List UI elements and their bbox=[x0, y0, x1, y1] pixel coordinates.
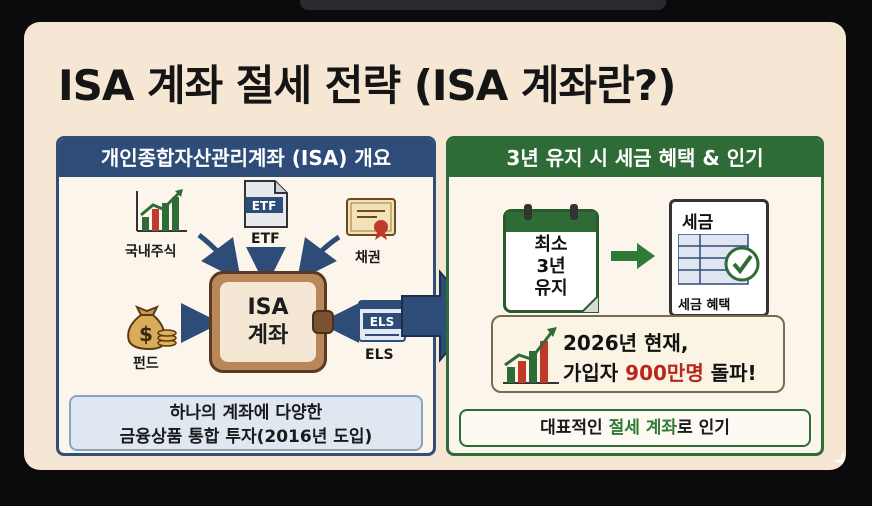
benefit-summary-suffix: 로 인기 bbox=[677, 418, 730, 438]
tax-doc-label: 세금 혜택 bbox=[678, 298, 731, 313]
highlight-suffix: 돌파! bbox=[703, 361, 757, 385]
item-label-stocks: 국내주식 bbox=[125, 244, 177, 260]
calendar-icon: 최소 3년 유지 bbox=[503, 204, 599, 313]
item-label-els: ELS bbox=[365, 347, 394, 363]
item-label-bonds: 채권 bbox=[355, 250, 381, 266]
money-bag-icon: $ bbox=[121, 297, 177, 355]
item-label-funds: 펀드 bbox=[133, 356, 159, 372]
benefit-summary: 대표적인 절세 계좌로 인기 bbox=[459, 409, 811, 447]
highlight-line2: 가입자 900만명 돌파! bbox=[563, 357, 757, 386]
calendar-line3: 유지 bbox=[534, 278, 568, 299]
highlight-line1: 2026년 현재, bbox=[563, 331, 689, 355]
infographic-card: ISA 계좌 절세 전략 (ISA 계좌란?) 개인종합자산관리계좌 (ISA)… bbox=[24, 22, 846, 470]
green-right-arrow-icon bbox=[611, 243, 655, 269]
overview-summary: 하나의 계좌에 다양한 금융상품 통합 투자(2016년 도입) bbox=[69, 395, 423, 451]
highlight-prefix: 가입자 bbox=[563, 361, 626, 385]
overview-header: 개인종합자산관리계좌 (ISA) 개요 bbox=[59, 139, 433, 177]
els-monitor-icon: ELS bbox=[357, 299, 407, 347]
calendar-line1: 최소 bbox=[534, 234, 568, 255]
wallet-text-line1: ISA bbox=[247, 295, 289, 320]
item-label-etf: ETF bbox=[251, 231, 280, 247]
window-top-bar bbox=[300, 0, 666, 10]
els-badge-text: ELS bbox=[370, 315, 395, 329]
calendar-line2: 3년 bbox=[536, 256, 566, 277]
page-title: ISA 계좌 절세 전략 (ISA 계좌란?) bbox=[58, 61, 676, 110]
etf-badge-text: ETF bbox=[252, 199, 277, 213]
flow-arrows bbox=[181, 233, 359, 343]
tax-doc-title: 세금 bbox=[682, 213, 714, 233]
wallet-text-line2: 계좌 bbox=[247, 323, 289, 348]
rising-bar-chart-icon bbox=[133, 187, 189, 237]
tax-benefit-panel: 3년 유지 시 세금 혜택 & 인기 최소 3년 유지 세금 bbox=[446, 136, 824, 456]
sparkle-icon bbox=[833, 451, 846, 470]
svg-text:$: $ bbox=[139, 322, 153, 346]
subscriber-highlight: 2026년 현재, 가입자 900만명 돌파! bbox=[491, 315, 785, 393]
benefit-summary-prefix: 대표적인 bbox=[540, 418, 609, 438]
overview-summary-line1: 하나의 계좌에 다양한 bbox=[169, 403, 323, 423]
benefit-header: 3년 유지 시 세금 혜택 & 인기 bbox=[449, 139, 821, 177]
bond-certificate-icon bbox=[345, 197, 397, 245]
overview-summary-line2: 금융상품 통합 투자(2016년 도입) bbox=[119, 427, 373, 447]
benefit-summary-green: 절세 계좌 bbox=[608, 418, 678, 438]
etf-document-icon: ETF bbox=[241, 179, 291, 233]
subscriber-count: 900만명 bbox=[625, 361, 704, 385]
growth-chart-icon bbox=[503, 327, 559, 384]
wallet-icon: ISA 계좌 bbox=[209, 271, 334, 373]
wallet-clasp bbox=[312, 310, 334, 334]
tax-document-check-icon: 세금 세금 혜택 bbox=[669, 199, 769, 317]
isa-overview-panel: 개인종합자산관리계좌 (ISA) 개요 국내주식 ETF bbox=[56, 136, 436, 456]
